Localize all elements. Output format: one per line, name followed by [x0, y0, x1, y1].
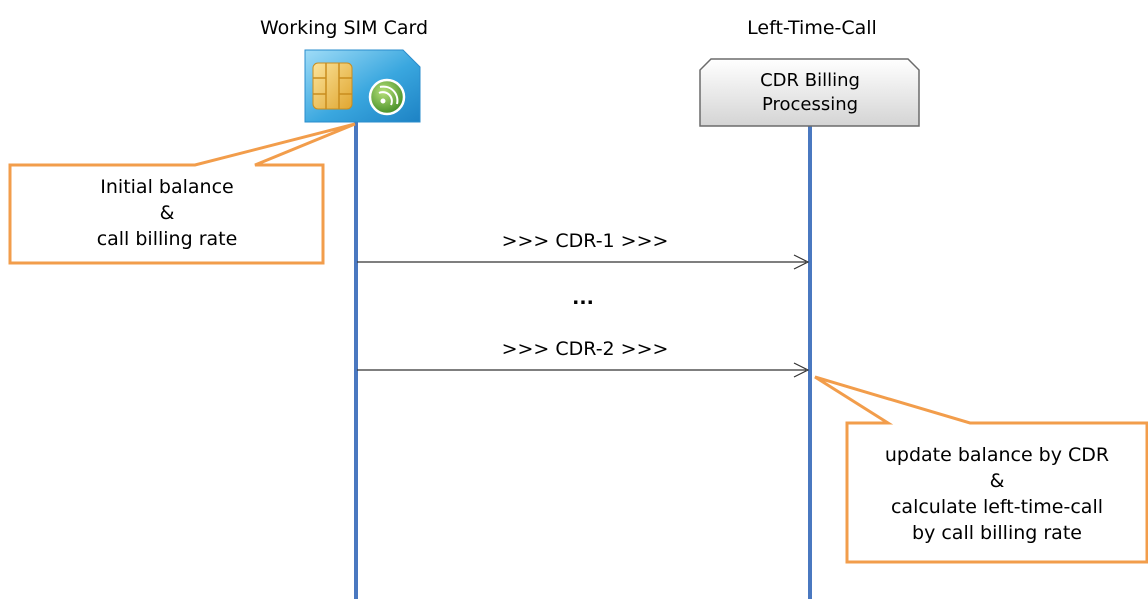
- left-time-call-title: Left-Time-Call: [747, 17, 877, 39]
- sim-note-line3: call billing rate: [97, 228, 238, 250]
- ltc-note-line4: by call billing rate: [912, 522, 1082, 544]
- ltc-note-line1: update balance by CDR: [885, 444, 1109, 466]
- ellipsis: ...: [572, 287, 594, 309]
- sim-card-title: Working SIM Card: [260, 17, 428, 39]
- sim-card-icon: [304, 49, 421, 123]
- sim-note-line1: Initial balance: [100, 176, 233, 198]
- cdr-billing-processing-box: CDR Billing Processing: [699, 58, 920, 127]
- cdr-billing-box-line1: CDR Billing: [760, 70, 860, 91]
- sim-note-callout: Initial balance & call billing rate: [8, 122, 356, 265]
- message-cdr-2-label: >>> CDR-2 >>>: [502, 338, 669, 360]
- message-cdr-2: >>> CDR-2 >>>: [357, 338, 810, 378]
- message-cdr-1-label: >>> CDR-1 >>>: [502, 230, 669, 252]
- ltc-note-line2: &: [990, 470, 1005, 492]
- ltc-note-line3: calculate left-time-call: [891, 496, 1103, 518]
- cdr-billing-box-line2: Processing: [762, 94, 858, 115]
- sim-note-line2: &: [160, 202, 175, 224]
- ltc-note-callout: update balance by CDR & calculate left-t…: [814, 375, 1148, 564]
- message-cdr-1: >>> CDR-1 >>>: [357, 230, 810, 270]
